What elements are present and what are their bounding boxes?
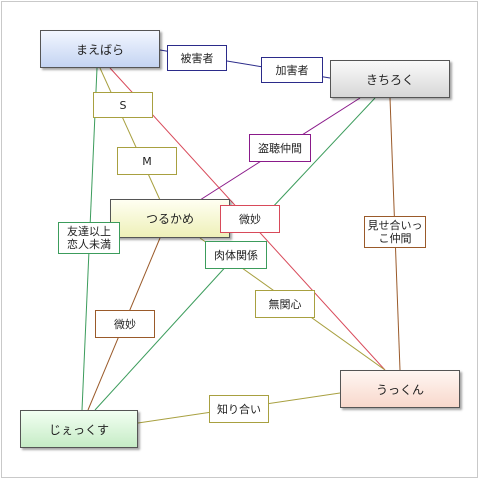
label-m: M	[117, 147, 177, 175]
label-tomodachi-line2: 恋人未満	[67, 238, 111, 251]
node-maebara-label: まえばら	[75, 42, 124, 57]
edge-kichiroku-bimyou	[269, 97, 376, 211]
label-miseai-line2: こ仲間	[378, 232, 412, 245]
node-jiekkusu[interactable]: じぇっくす	[20, 410, 138, 448]
node-jiekkusu-label: じぇっくす	[48, 422, 109, 437]
edge-niku-jiekkusu	[94, 261, 231, 411]
label-miseai: 見せ合いっ こ仲間	[364, 216, 426, 248]
node-tsurukame-label: つるかめ	[145, 212, 194, 226]
label-touchou: 盗聴仲間	[249, 134, 311, 162]
node-kichiroku[interactable]: きちろく	[330, 60, 450, 98]
label-niku: 肉体関係	[205, 241, 267, 269]
node-ukkun-label: うっくん	[375, 382, 424, 397]
node-tsurukame[interactable]: つるかめ	[110, 199, 230, 238]
label-higaisha: 被害者	[167, 45, 227, 71]
label-miseai-line1: 見せ合いっ	[367, 219, 423, 232]
label-bimyou-1: 微妙	[220, 205, 280, 233]
label-shiriai: 知り合い	[209, 395, 269, 423]
label-kagaisha: 加害者	[261, 57, 323, 83]
label-s: S	[93, 92, 153, 118]
label-tomodachi: 友達以上 恋人未満	[58, 222, 120, 254]
edge-maebara-tsurukame	[99, 67, 161, 201]
label-tomodachi-line1: 友達以上	[67, 225, 111, 238]
node-ukkun[interactable]: うっくん	[340, 370, 460, 408]
node-maebara[interactable]: まえばら	[40, 30, 160, 68]
label-mukanshin: 無関心	[255, 290, 315, 318]
label-bimyou-2: 微妙	[95, 310, 155, 338]
node-kichiroku-label: きちろく	[365, 72, 414, 87]
